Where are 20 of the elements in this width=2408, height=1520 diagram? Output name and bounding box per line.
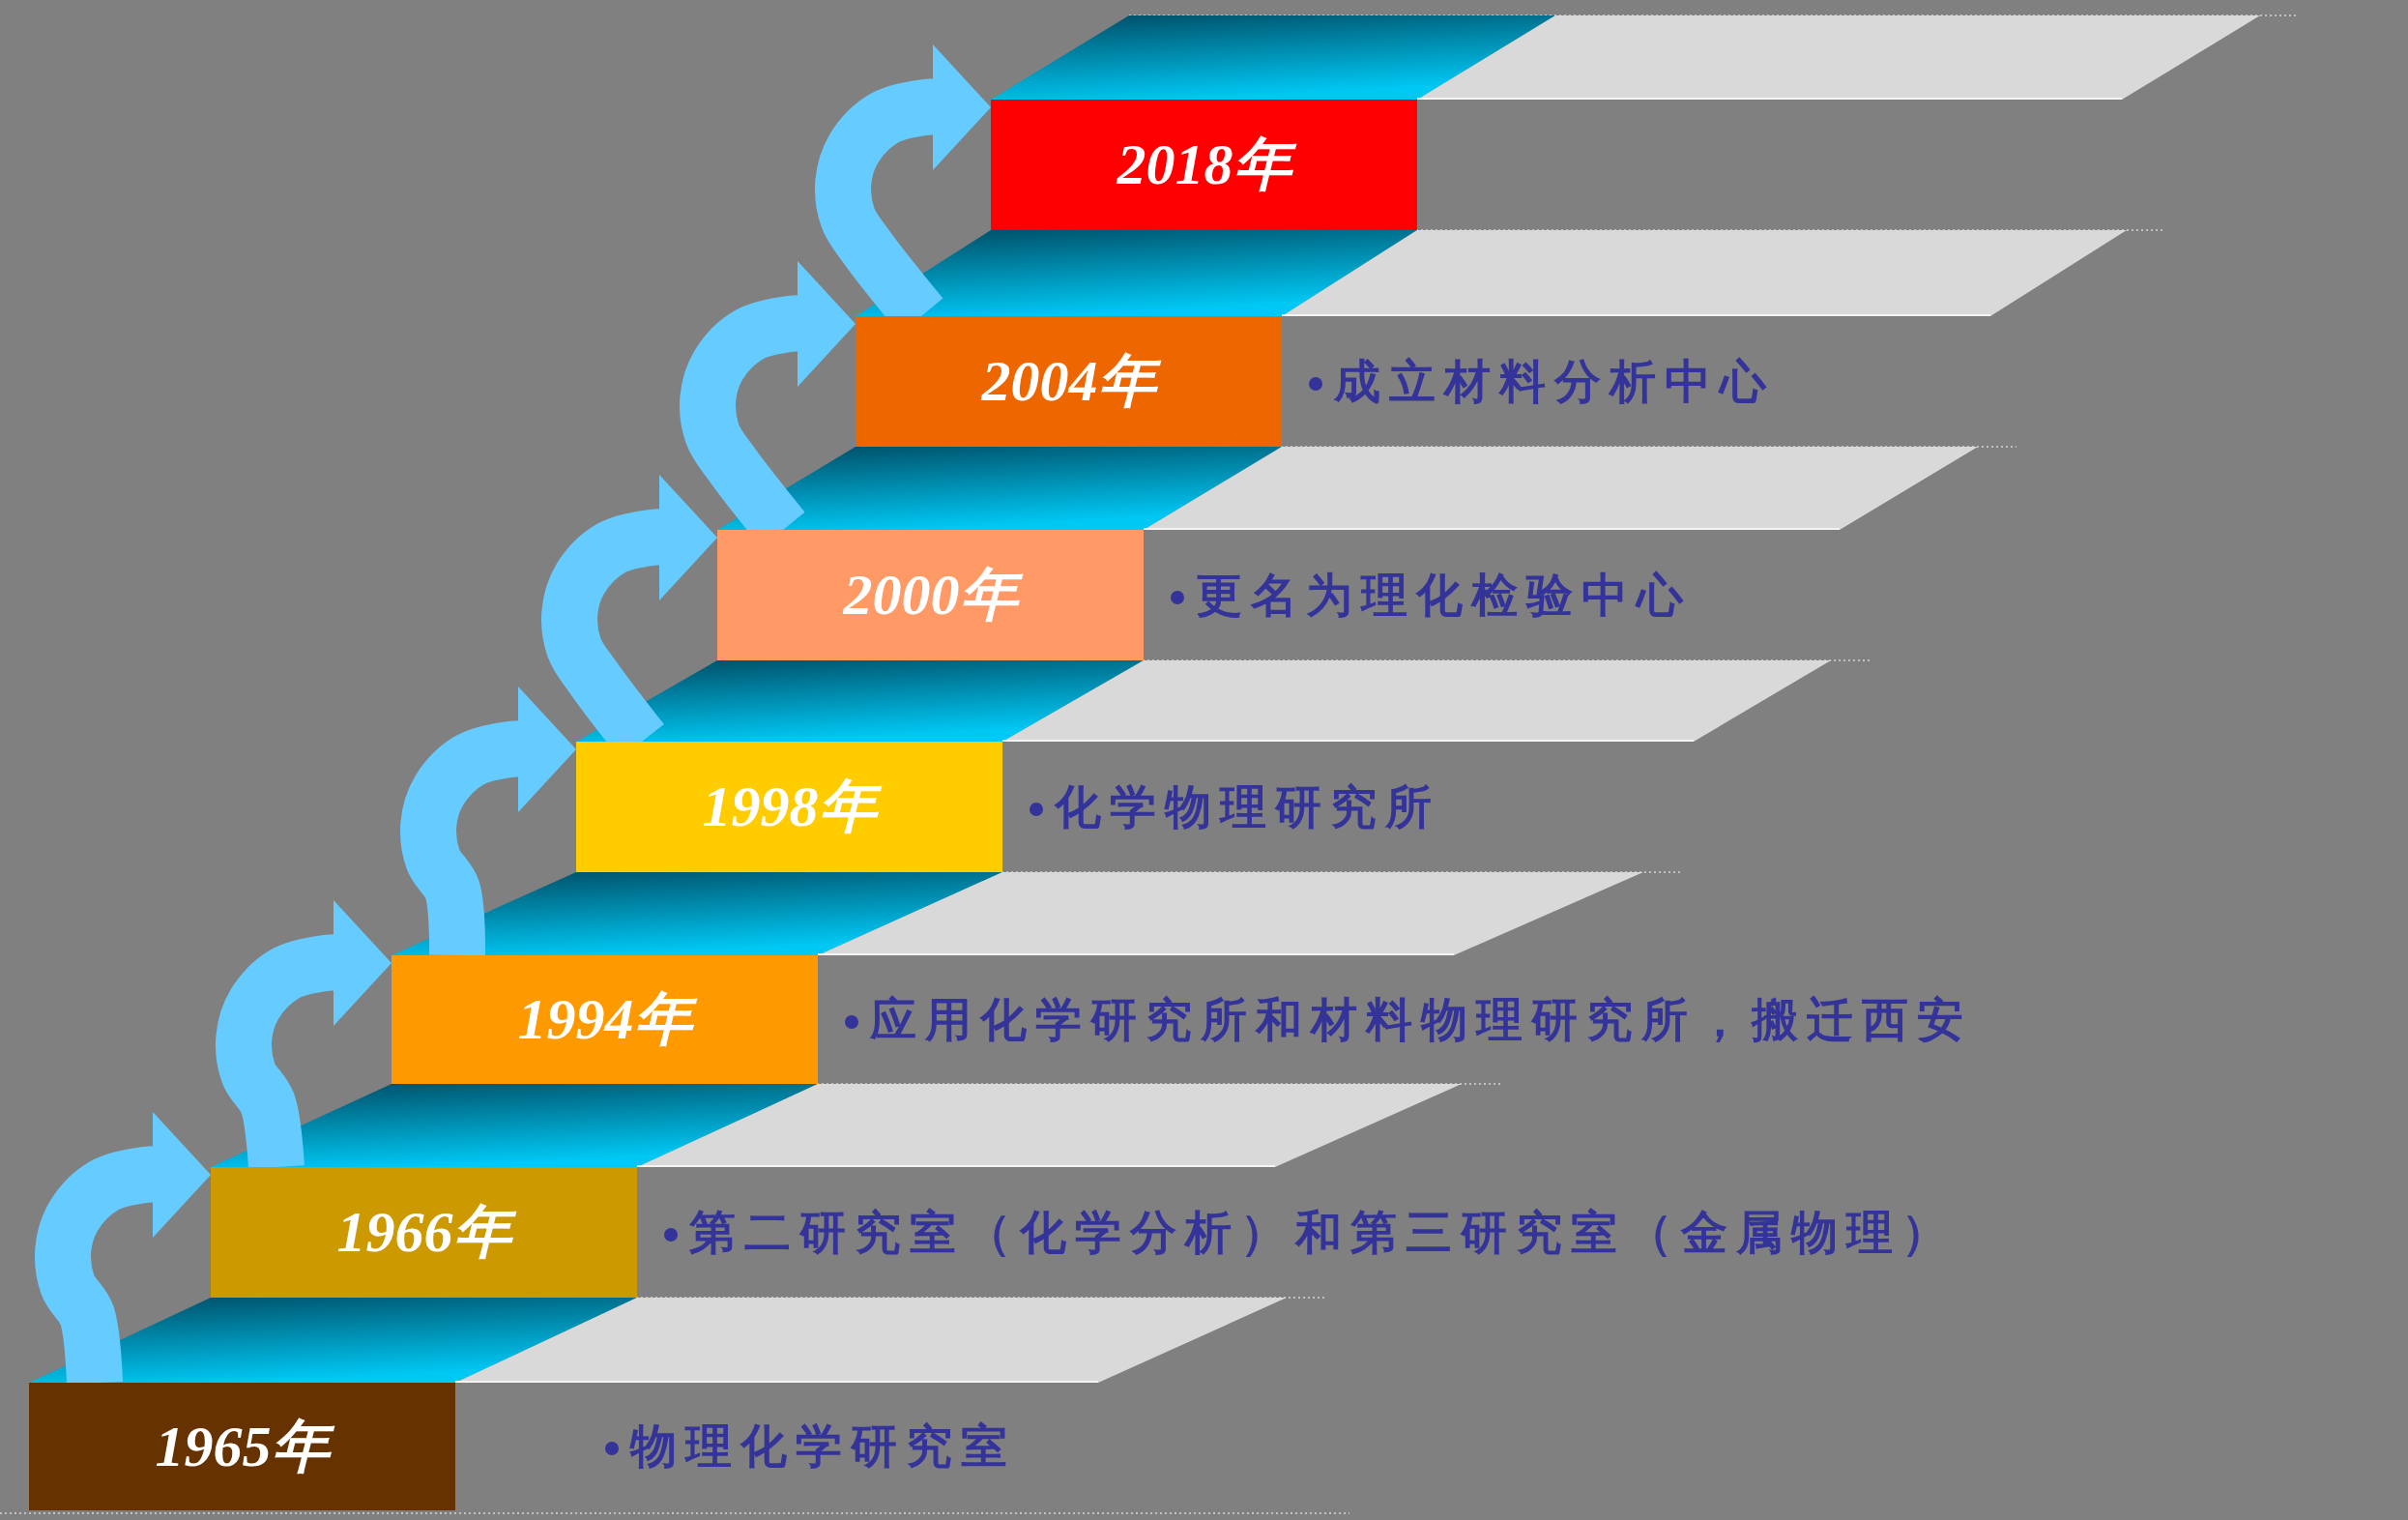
step-block: [211, 1167, 637, 1298]
year-label: 1994年: [504, 980, 706, 1059]
year-label: 2004年: [968, 342, 1170, 421]
step-block: [29, 1383, 455, 1510]
year-label: 1998年: [688, 768, 890, 846]
step-block: [717, 530, 1144, 660]
milestone-text: 第二研究室（化学分析）和第三研究室（金属物理）: [689, 1204, 1957, 1261]
milestone-text: 化学物理研究所: [1055, 778, 1440, 835]
year-label: 1966年: [323, 1193, 525, 1272]
year-label: 2000年: [829, 556, 1031, 634]
milestone-text: 更名为理化检验中心: [1196, 567, 1692, 624]
year-label: 1965年: [141, 1407, 343, 1486]
milestone-text: 物理化学研究室: [630, 1418, 1016, 1475]
milestone-text: 应用化学研究所和材料物理研究所，搬迁西安: [870, 991, 1972, 1048]
year-label: 2018年: [1103, 126, 1305, 204]
step-block: [392, 955, 818, 1084]
step-block: [576, 742, 1002, 872]
step-block: [856, 316, 1282, 447]
step-block: [991, 100, 1417, 230]
milestone-text: 成立材料分析中心: [1334, 353, 1775, 410]
